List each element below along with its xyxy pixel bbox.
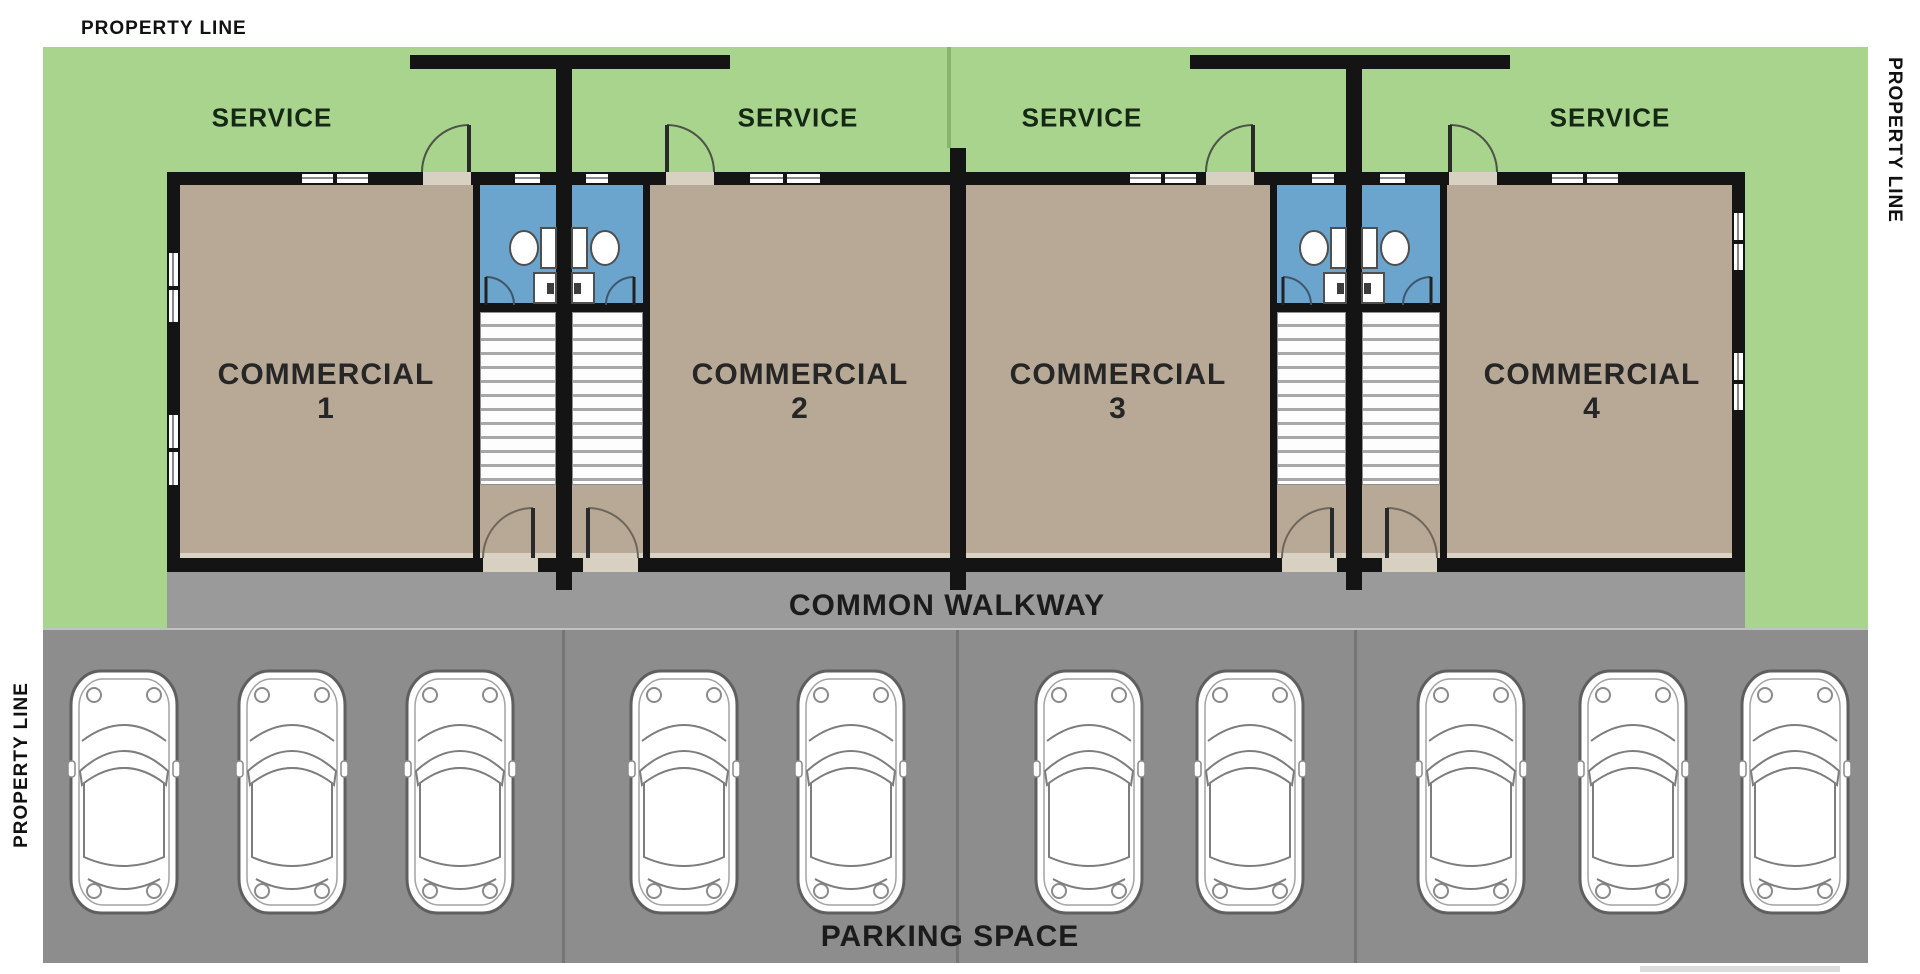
- stairs-unit1: [480, 312, 556, 485]
- unit-number: 4: [1583, 392, 1601, 425]
- service-area-label-2: SERVICE: [737, 102, 859, 133]
- property-line-label-left: PROPERTY LINE: [11, 682, 32, 848]
- parking-section-line: [1354, 630, 1357, 963]
- parking-space-label: PARKING SPACE: [820, 920, 1080, 953]
- stairs-unit2: [572, 312, 643, 485]
- window: [302, 174, 368, 183]
- parking-section-line: [956, 630, 959, 963]
- module-wall: [1270, 185, 1277, 558]
- window: [1380, 174, 1405, 183]
- walkway-parking-divider-line: [43, 628, 1868, 631]
- stairs-unit4: [1362, 312, 1440, 485]
- service-fence-wall: [1190, 55, 1510, 69]
- module-wall: [1440, 185, 1447, 558]
- unit-label-commercial-4: COMMERCIAL 4: [1484, 358, 1701, 426]
- module-wall: [473, 185, 480, 558]
- window: [1552, 174, 1618, 183]
- back-door-opening-unit1: [423, 172, 471, 185]
- party-wall-unit2-3: [950, 148, 966, 590]
- unit-name: COMMERCIAL: [691, 358, 909, 391]
- window: [169, 415, 178, 485]
- back-door-opening-unit3: [1206, 172, 1254, 185]
- parking-section-line: [562, 630, 565, 963]
- party-wall-unit1-2: [556, 62, 572, 590]
- entry-opening-unit1: [483, 558, 538, 572]
- unit-label-commercial-1: COMMERCIAL 1: [218, 358, 435, 426]
- service-area-label-3: SERVICE: [1021, 102, 1143, 133]
- wall-left: [167, 172, 180, 570]
- property-line-label-top: PROPERTY LINE: [81, 18, 247, 39]
- window: [750, 174, 820, 183]
- window: [515, 174, 540, 183]
- stairs-unit3: [1277, 312, 1346, 485]
- service-fence-wall: [410, 55, 730, 69]
- property-line-label-right: PROPERTY LINE: [1884, 57, 1905, 223]
- unit-number: 1: [317, 392, 335, 425]
- unit-number: 3: [1109, 392, 1127, 425]
- module-wall: [643, 185, 650, 558]
- window: [1734, 353, 1743, 410]
- unit-label-commercial-3: COMMERCIAL 3: [1010, 358, 1227, 426]
- window: [169, 253, 178, 322]
- party-wall-unit3-4: [1346, 62, 1362, 590]
- back-door-opening-unit4: [1449, 172, 1497, 185]
- unit-name: COMMERCIAL: [1483, 358, 1701, 391]
- entry-opening-unit4: [1382, 558, 1437, 572]
- unit-name: COMMERCIAL: [217, 358, 435, 391]
- watermark-strip: [1640, 966, 1840, 972]
- window: [586, 174, 608, 183]
- bathroom-wall: [473, 303, 650, 312]
- service-area-label-4: SERVICE: [1549, 102, 1671, 133]
- common-walkway-label: COMMON WALKWAY: [788, 589, 1106, 622]
- window: [1130, 174, 1196, 183]
- unit-name: COMMERCIAL: [1009, 358, 1227, 391]
- window: [1312, 174, 1334, 183]
- unit-label-commercial-2: COMMERCIAL 2: [692, 358, 909, 426]
- bathroom-wall: [1270, 303, 1447, 312]
- unit-number: 2: [791, 392, 809, 425]
- window: [1734, 213, 1743, 270]
- entry-opening-unit2: [583, 558, 638, 572]
- back-door-opening-unit2: [666, 172, 714, 185]
- service-fence-line: [947, 47, 951, 148]
- service-area-label-1: SERVICE: [211, 102, 333, 133]
- entry-opening-unit3: [1282, 558, 1337, 572]
